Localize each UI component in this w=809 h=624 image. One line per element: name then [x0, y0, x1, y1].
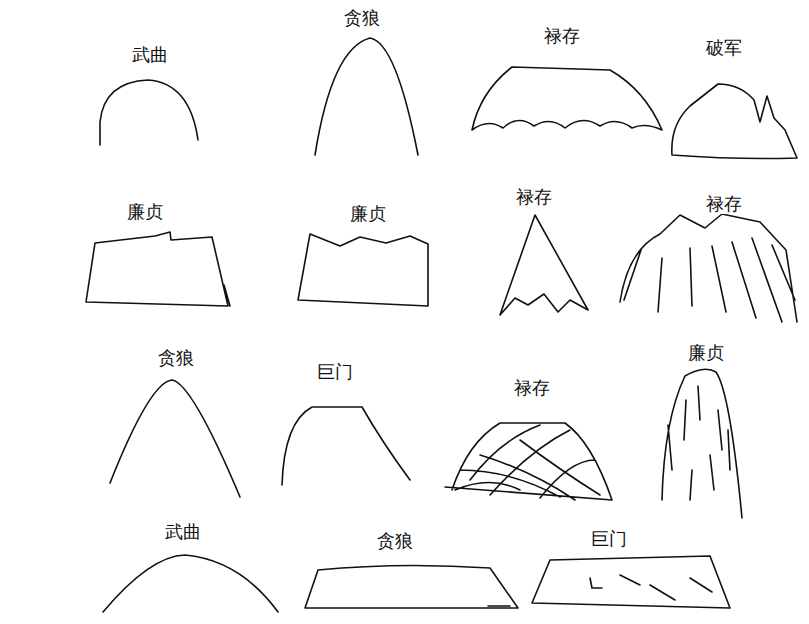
mountain-label: 武曲	[131, 45, 169, 65]
mountain-label: 禄存	[515, 187, 553, 207]
mountain-label: 禄存	[513, 378, 551, 398]
mountain-label: 巨门	[590, 529, 628, 549]
mountain-label: 禄存	[543, 26, 581, 46]
lucun-mountain	[472, 67, 662, 130]
lucun-mountain	[500, 215, 588, 315]
lianzhen-mountain	[662, 369, 742, 518]
mountain-label: 武曲	[164, 522, 202, 542]
lucun-mountain	[620, 214, 797, 322]
lucun-mountain	[445, 423, 612, 500]
tanlang-mountain	[305, 565, 518, 608]
tanlang-mountain	[110, 380, 240, 497]
mountain-label: 破军	[705, 38, 743, 58]
mountain-label: 廉贞	[349, 204, 387, 224]
mountain-label: 廉贞	[687, 343, 725, 363]
pojun-mountain	[672, 84, 797, 159]
lianzhen-mountain	[298, 234, 428, 306]
mountain-label: 禄存	[705, 194, 743, 214]
jumen-mountain	[282, 407, 410, 485]
tanlang-mountain	[315, 38, 418, 155]
wuqu-mountain	[103, 555, 278, 612]
mountain-label: 贪狼	[343, 8, 381, 28]
wuqu-mountain	[100, 80, 198, 145]
mountain-label: 廉贞	[126, 202, 164, 222]
mountain-label: 贪狼	[157, 348, 195, 368]
lianzhen-mountain	[86, 232, 230, 306]
jumen-mountain	[532, 556, 730, 608]
mountain-label: 贪狼	[376, 531, 414, 551]
mountain-label: 巨门	[316, 362, 354, 382]
